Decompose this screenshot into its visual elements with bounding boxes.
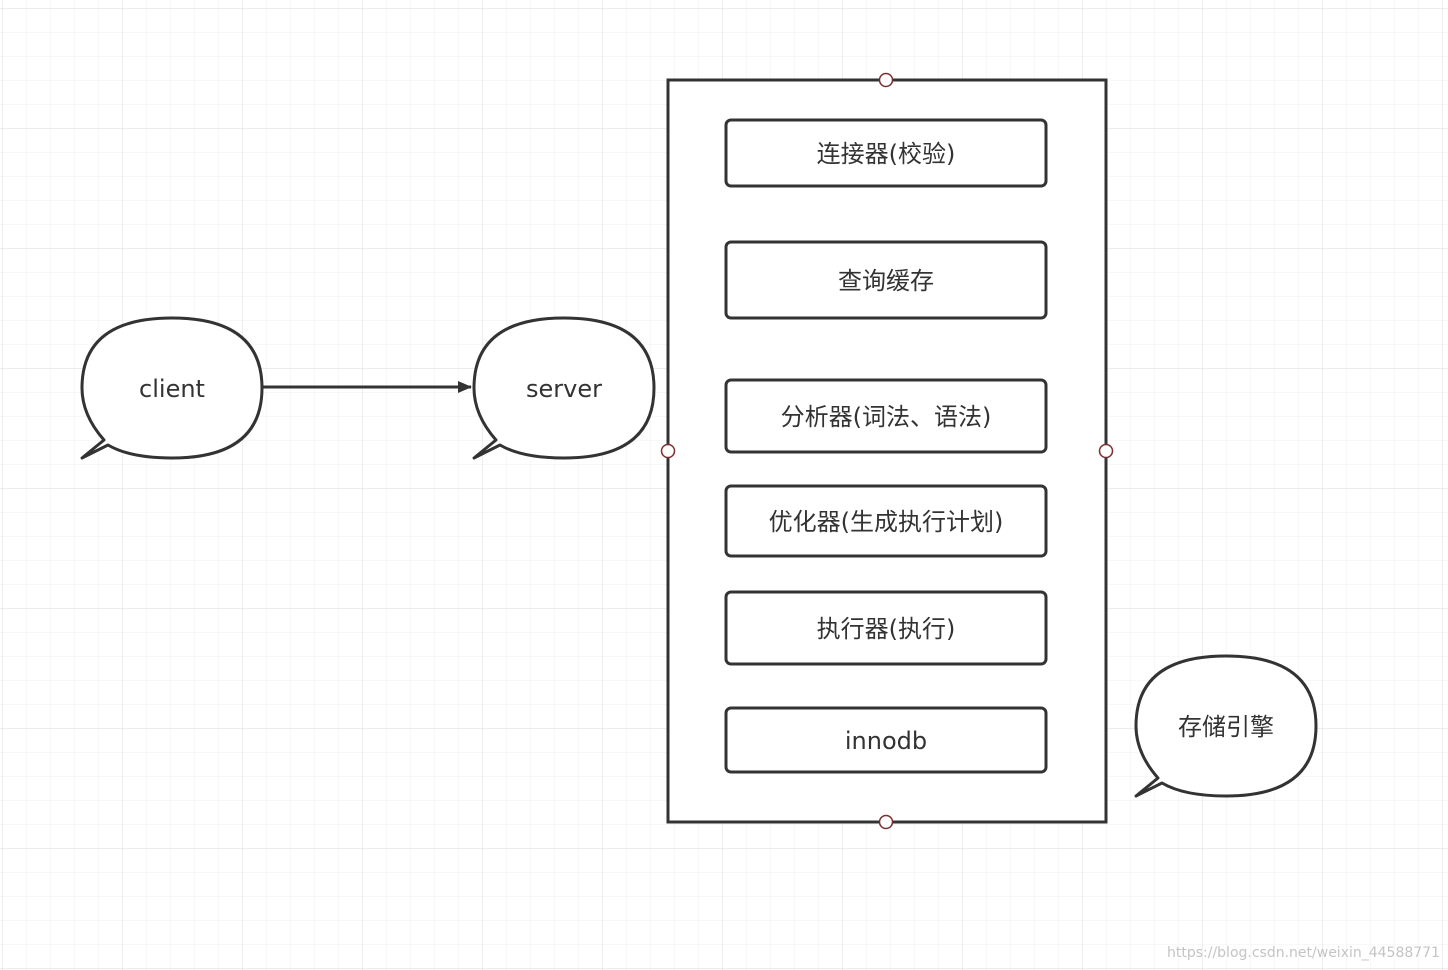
component-connector[interactable]: 连接器(校验) (724, 118, 1048, 188)
component-label: innodb (845, 727, 927, 755)
component-box (724, 240, 1048, 320)
component-box (724, 484, 1048, 558)
container-handle-left[interactable] (660, 443, 676, 459)
watermark: https://blog.csdn.net/weixin_44588771 (1167, 945, 1440, 961)
container-handle-top[interactable] (878, 72, 894, 88)
component-label: 执行器(执行) (817, 615, 956, 643)
component-executor[interactable]: 执行器(执行) (724, 590, 1048, 666)
component-label: 连接器(校验) (817, 140, 956, 168)
storage-engine-bubble[interactable]: 存储引擎 (1134, 654, 1318, 798)
component-label: 优化器(生成执行计划) (769, 508, 1004, 536)
client-bubble-shape (80, 316, 264, 460)
component-box (724, 378, 1048, 454)
storage-engine-bubble-shape (1134, 654, 1318, 798)
component-label: 分析器(词法、语法) (781, 403, 992, 431)
component-label: 查询缓存 (838, 267, 934, 295)
server-bubble-shape (472, 316, 656, 460)
container-handle-right[interactable] (1098, 443, 1114, 459)
component-box (724, 118, 1048, 188)
storage-engine-label: 存储引擎 (1178, 713, 1274, 741)
client-bubble[interactable]: client (80, 316, 264, 460)
client-label: client (139, 375, 205, 403)
component-box (724, 590, 1048, 666)
component-analyzer[interactable]: 分析器(词法、语法) (724, 378, 1048, 454)
component-optimizer[interactable]: 优化器(生成执行计划) (724, 484, 1048, 558)
component-query-cache[interactable]: 查询缓存 (724, 240, 1048, 320)
server-label: server (526, 375, 602, 403)
component-innodb[interactable]: innodb (724, 706, 1048, 774)
container-handle-bottom[interactable] (878, 814, 894, 830)
server-bubble[interactable]: server (472, 316, 656, 460)
component-box (724, 706, 1048, 774)
